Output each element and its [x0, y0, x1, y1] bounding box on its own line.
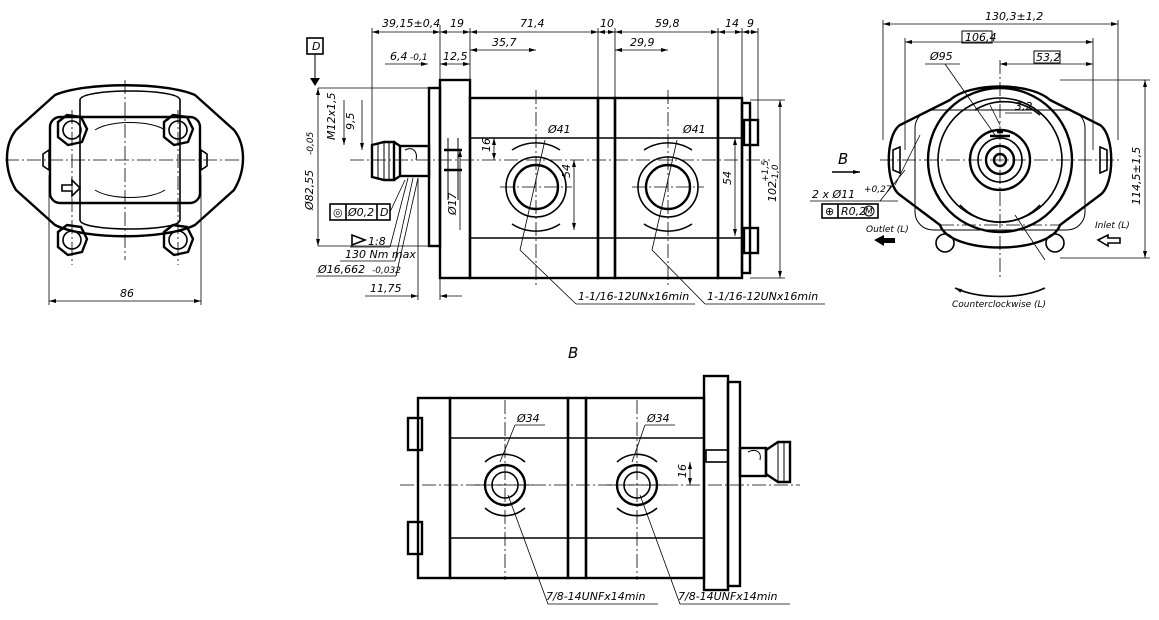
dim-59-8: 59,8 [655, 17, 680, 30]
rotation-label: Counterclockwise (L) [952, 300, 1046, 310]
height-tol-down: -1,0 [771, 164, 781, 182]
bottom-annotations: Ø34 Ø34 16 7/8-14UNFx14min 7/8-14UNFx14m… [499, 412, 790, 605]
spline-tolerance: -0,032 [372, 266, 401, 276]
position-symbol: ⊕ [825, 205, 834, 218]
rotation-arrow-icon [954, 287, 1046, 298]
dim-39-15: 39,15±0,4 [382, 17, 440, 30]
bottom-view-b: B [400, 344, 800, 605]
overall-width: 130,3±1,2 [985, 10, 1043, 23]
holes-note: 2 x Ø11 [812, 188, 855, 201]
front-body [880, 60, 1120, 280]
bolt-spacing: 106,4 [965, 31, 997, 44]
key-width: 3,2 [1015, 100, 1033, 113]
thread-note-1: 1-1/16-12UNx16min [578, 290, 689, 303]
port1-offset-54: 54 [560, 164, 573, 178]
side-view: D 39,15±0,4 19 71,4 10 59,8 14 9 [303, 17, 825, 305]
port1-diameter: Ø41 [547, 123, 571, 136]
second-dimension-row: 6,4 -0,1 12,5 35,7 29,9 [385, 36, 668, 66]
shaft-diameter: Ø82,55 [303, 170, 316, 211]
shaft-length: 9,5 [344, 113, 357, 131]
front-end-view: 130,3±1,2 106,4 53,2 Ø95 [810, 10, 1150, 310]
bottom-thread-note-2: 7/8-14UNFx14min [678, 590, 778, 603]
bolt-head-bottom-right [162, 223, 195, 257]
holes-tolerance: +0,27 [864, 185, 892, 195]
concentricity-frame: ◎ Ø0,2 D [329, 179, 406, 221]
flange-length: 11,75 [370, 282, 402, 295]
frame-symbol: ◎ [333, 206, 343, 219]
inlet-label: Inlet (L) [1095, 221, 1130, 231]
dim-6-4: 6,4 [390, 50, 408, 63]
bottom-thread-note-1: 7/8-14UNFx14min [546, 590, 646, 603]
dim-12-5: 12,5 [443, 50, 468, 63]
half-spacing: 53,2 [1036, 51, 1061, 64]
frame-datum: D [380, 206, 388, 219]
thread-note-2: 1-1/16-12UNx16min [707, 290, 818, 303]
dim-6-4-tol: -0,1 [410, 53, 428, 63]
torque-note: 130 Nm max [345, 248, 416, 261]
port2-offset-54: 54 [721, 171, 734, 185]
bottom-port1-diameter: Ø34 [516, 412, 540, 425]
front-top-dimensions: 130,3±1,2 106,4 53,2 Ø95 [882, 10, 1119, 150]
height-102: 102 [766, 181, 779, 202]
height-tol-up: +1,5 [761, 160, 771, 182]
outlet-arrow-icon [874, 235, 895, 246]
dim-29-9: 29,9 [630, 36, 655, 49]
dim-10: 10 [600, 17, 614, 30]
view-b-label: B [568, 344, 578, 362]
front-height: 114,5±1,5 [1130, 147, 1143, 205]
position-frame: ⊕ R0,2 M [821, 203, 879, 219]
pilot-diameter: Ø95 [929, 50, 953, 63]
left-end-view: 86 [5, 80, 245, 305]
dim-19: 19 [450, 17, 464, 30]
dim-9: 9 [747, 17, 754, 30]
frame-value: Ø0,2 [347, 206, 374, 219]
outlet-label: Outlet (L) [866, 225, 909, 235]
view-arrow-label: B [838, 150, 848, 168]
bottom-body [400, 374, 800, 592]
bolt-head-bottom-left [56, 223, 89, 257]
spline-diameter: Ø16,662 [317, 263, 365, 276]
side-view-dimensions: M12x1,5 9,5 Ø82,55 -0,05 Ø17 16 Ø41 54 Ø… [303, 87, 825, 305]
key-diameter: Ø17 [446, 192, 459, 216]
inlet-arrow-icon [1096, 233, 1121, 248]
bolt-head-top-right [162, 113, 195, 147]
dim-71-4: 71,4 [520, 17, 545, 30]
dim-35-7: 35,7 [492, 36, 517, 49]
port2-diameter: Ø41 [682, 123, 706, 136]
shaft-thread: M12x1,5 [325, 93, 338, 141]
dim-14: 14 [725, 17, 739, 30]
shaft-diameter-tol: -0,05 [306, 131, 316, 155]
bolt-head-top-left [56, 113, 89, 147]
datum-letter: D [312, 40, 320, 53]
position-modifier: M [865, 207, 873, 217]
bottom-port2-diameter: Ø34 [646, 412, 670, 425]
dim-width-86: 86 [120, 287, 134, 300]
bottom-offset-16: 16 [676, 464, 689, 478]
taper-symbol [351, 233, 368, 247]
front-annotations: 3,2 B 2 x Ø11 +0,27 ⊕ R0,2 M Outlet (L) … [810, 79, 1150, 310]
taper-ratio: 1:8 [368, 235, 386, 248]
position-value: R0,2 [841, 205, 866, 218]
pump-body-side [350, 78, 770, 285]
port-offset-16: 16 [480, 138, 493, 152]
